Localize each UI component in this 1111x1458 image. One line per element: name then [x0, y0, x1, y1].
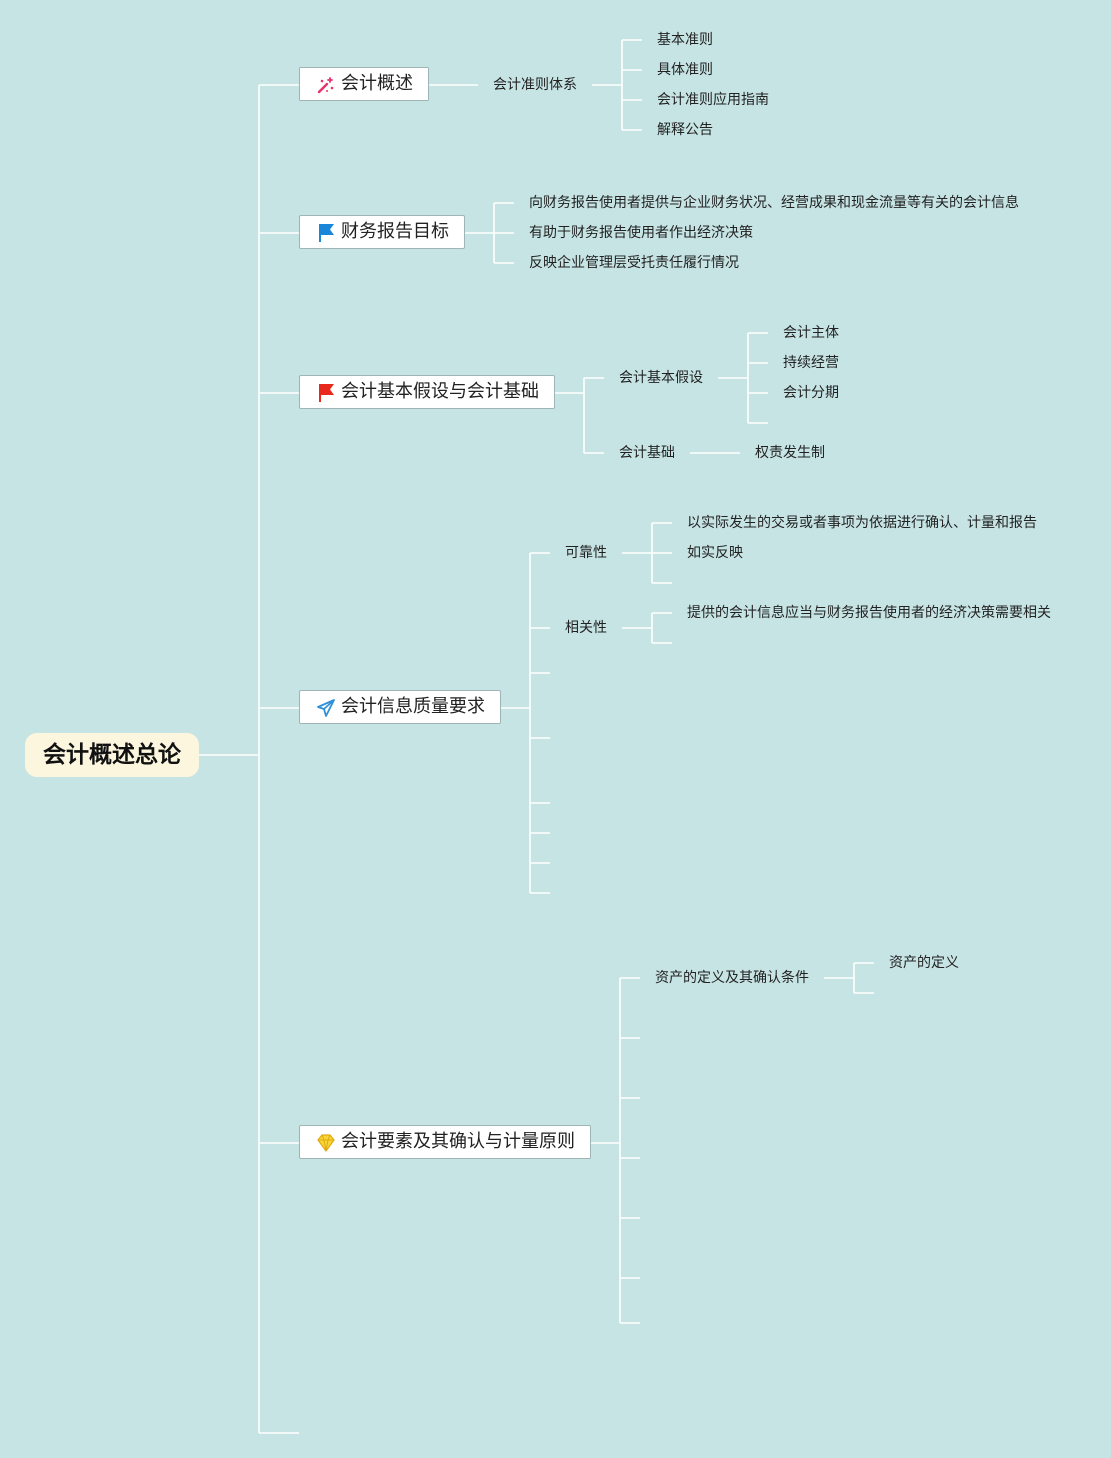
node-objective-stewardship[interactable]: 反映企业管理层受托责任履行情况: [529, 255, 739, 271]
topic-accounting-overview[interactable]: 会计概述: [299, 67, 429, 101]
node-asset-definition-conditions[interactable]: 资产的定义及其确认条件: [655, 970, 809, 986]
node-basic-standard[interactable]: 基本准则: [657, 32, 713, 48]
topic-label: 会计基本假设与会计基础: [341, 381, 539, 402]
topic-assumptions-and-basis[interactable]: 会计基本假设与会计基础: [299, 375, 555, 409]
node-accounting-entity[interactable]: 会计主体: [783, 325, 839, 341]
topic-label: 会计信息质量要求: [341, 696, 485, 717]
node-basic-assumptions[interactable]: 会计基本假设: [619, 370, 703, 386]
topic-label: 财务报告目标: [341, 221, 449, 242]
node-asset-definition[interactable]: 资产的定义: [889, 955, 959, 971]
paper-plane-icon: [317, 699, 335, 717]
diamond-icon: [317, 1134, 335, 1152]
magic-wand-icon: [317, 77, 334, 94]
node-going-concern[interactable]: 持续经营: [783, 355, 839, 371]
topic-financial-report-objective[interactable]: 财务报告目标: [299, 215, 465, 249]
node-accrual-basis[interactable]: 权责发生制: [755, 445, 825, 461]
blue-flag-icon: [319, 224, 334, 242]
node-accounting-period[interactable]: 会计分期: [783, 385, 839, 401]
node-relevance-decision-needs[interactable]: 提供的会计信息应当与财务报告使用者的经济决策需要相关: [687, 605, 1051, 621]
node-objective-decision[interactable]: 有助于财务报告使用者作出经济决策: [529, 225, 753, 241]
node-reliability-actual-transactions[interactable]: 以实际发生的交易或者事项为依据进行确认、计量和报告: [687, 515, 1037, 531]
node-objective-provide-info[interactable]: 向财务报告使用者提供与企业财务状况、经营成果和现金流量等有关的会计信息: [529, 195, 1019, 211]
topic-elements-recognition-measurement[interactable]: 会计要素及其确认与计量原则: [299, 1125, 591, 1159]
topic-label: 会计概述: [341, 73, 413, 94]
node-faithful-representation[interactable]: 如实反映: [687, 545, 743, 561]
node-reliability[interactable]: 可靠性: [565, 545, 607, 561]
topic-label: 会计要素及其确认与计量原则: [341, 1131, 575, 1152]
node-interpretation-bulletin[interactable]: 解释公告: [657, 122, 713, 138]
root-topic[interactable]: 会计概述总论: [25, 733, 199, 777]
node-relevance[interactable]: 相关性: [565, 620, 607, 636]
node-application-guide[interactable]: 会计准则应用指南: [657, 92, 769, 108]
node-specific-standards[interactable]: 具体准则: [657, 62, 713, 78]
node-standards-system[interactable]: 会计准则体系: [493, 77, 577, 93]
red-flag-icon: [319, 384, 334, 402]
node-accounting-basis[interactable]: 会计基础: [619, 445, 675, 461]
topic-information-quality[interactable]: 会计信息质量要求: [299, 690, 501, 724]
